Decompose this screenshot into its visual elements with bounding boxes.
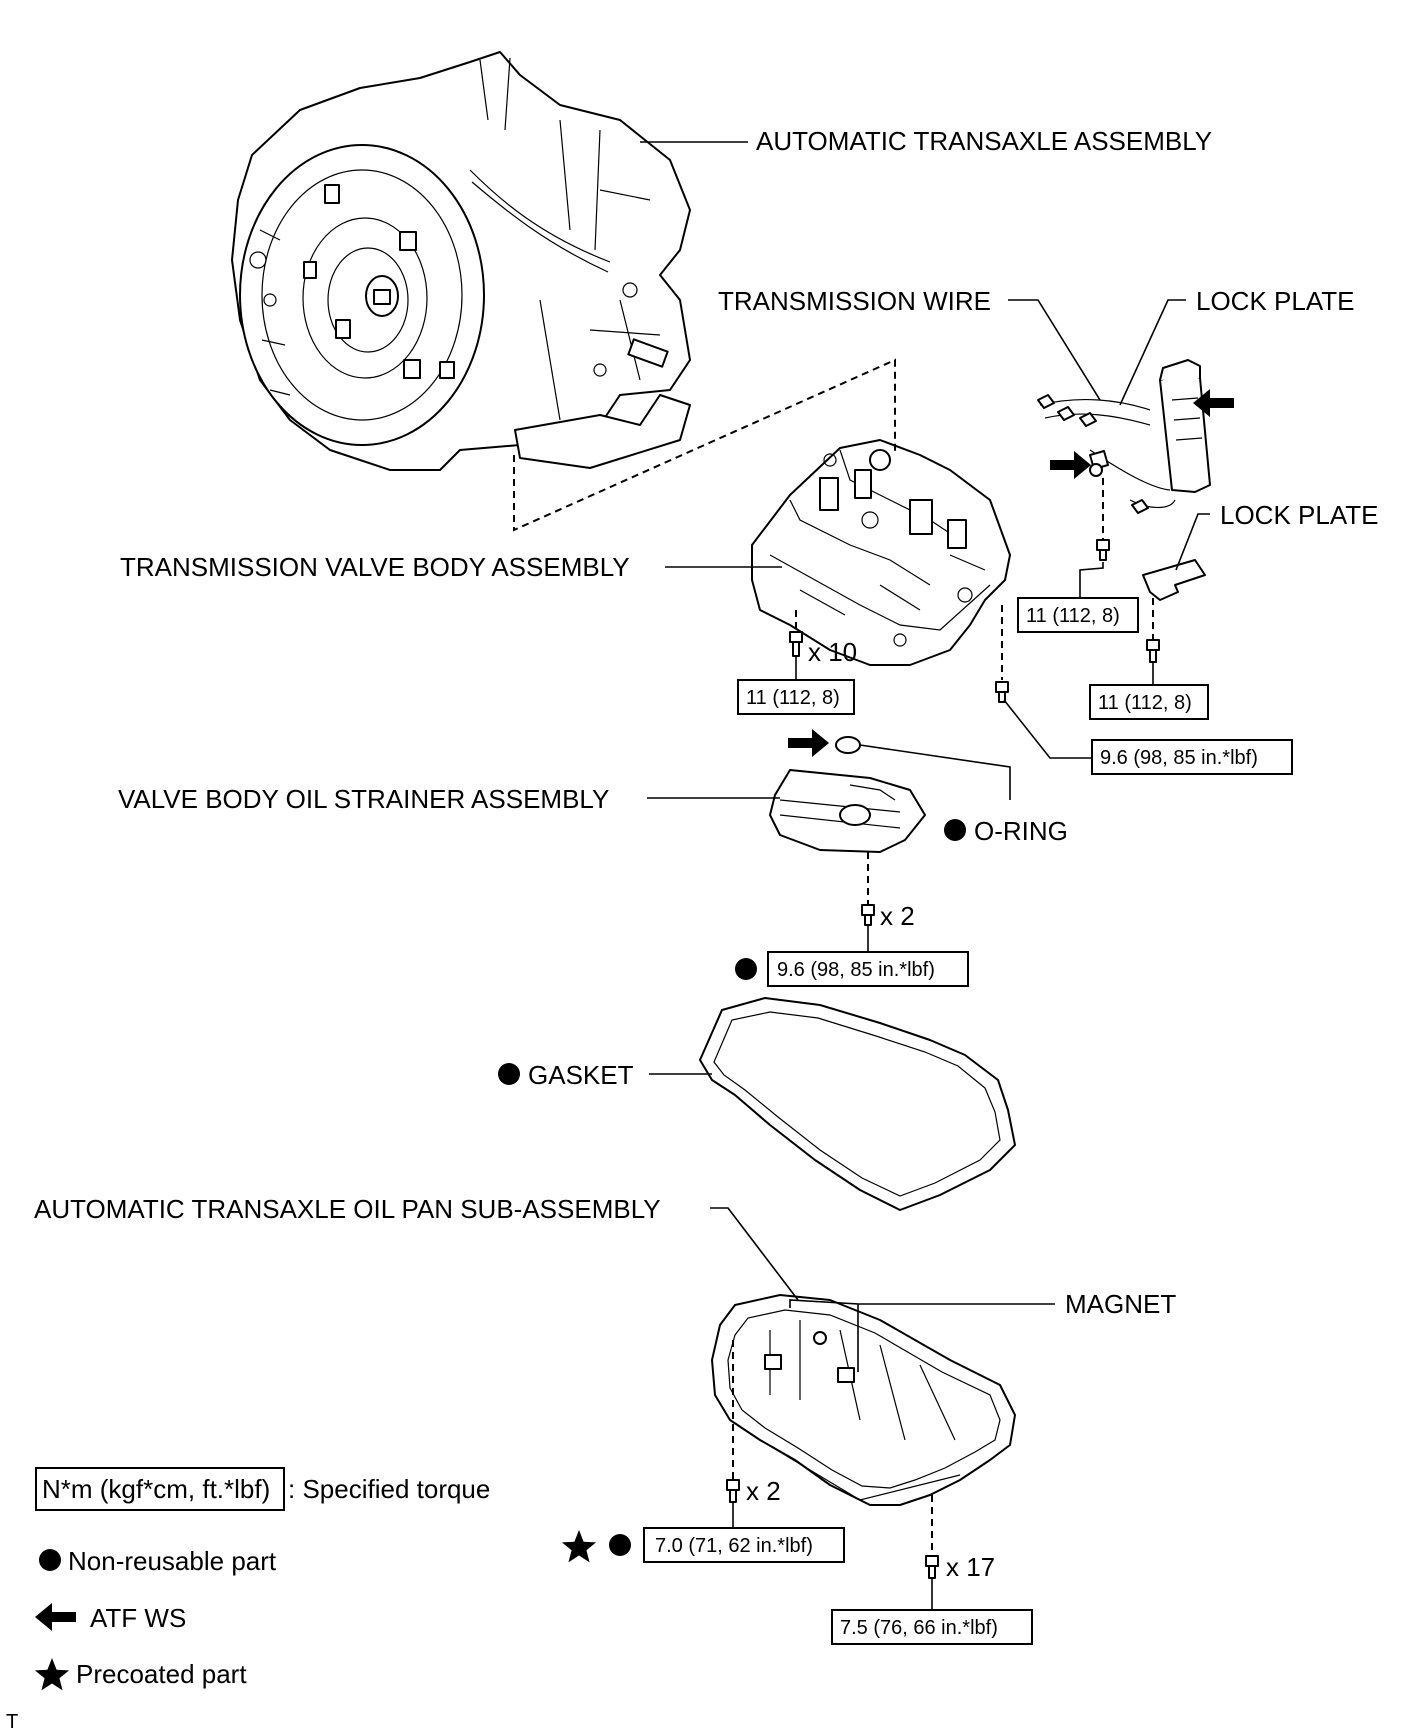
- wire-bolt-torque: 11 (112, 8): [1026, 605, 1120, 627]
- pan-bolt-b-torque: 7.5 (76, 66 in.*lbf): [840, 1617, 998, 1639]
- strainer-bolt-icon: [861, 904, 875, 926]
- valve-body-side-torque: 9.6 (98, 85 in.*lbf): [1100, 747, 1258, 769]
- non-reusable-dot-icon: [735, 958, 757, 980]
- strainer-bolt-qty: x 2: [880, 901, 915, 931]
- valve-body-label: TRANSMISSION VALVE BODY ASSEMBLY: [120, 552, 630, 582]
- legend-torque-text: : Specified torque: [288, 1474, 490, 1504]
- valve-body-drawing: [751, 439, 1011, 666]
- atf-arrow-icon: [1193, 389, 1234, 417]
- non-reusable-dot-icon: [609, 1534, 631, 1556]
- strainer-torque: 9.6 (98, 85 in.*lbf): [777, 959, 935, 981]
- valve-body-torque-box: [737, 679, 855, 715]
- legend-torque-box: [35, 1467, 285, 1511]
- alignment-line: [513, 358, 896, 532]
- non-reusable-dot-icon: [498, 1063, 520, 1085]
- valve-body-side-bolt-icon: [995, 681, 1009, 703]
- lock-plate-bolt-icon: [1146, 639, 1160, 663]
- gasket-label: GASKET: [528, 1060, 634, 1090]
- pan-bolt-b-icon: [925, 1555, 939, 1579]
- strainer-torque-box: [767, 951, 969, 987]
- o-ring-drawing: [835, 736, 861, 754]
- magnet-label: MAGNET: [1065, 1289, 1176, 1319]
- transaxle-assembly-drawing: [231, 51, 691, 471]
- legend: N*m (kgf*cm, ft.*lbf) : Specified torque…: [34, 1467, 490, 1691]
- legend-non-reusable-dot-icon: [39, 1549, 61, 1571]
- lock-plate-torque-box: [1089, 684, 1209, 720]
- strainer-label: VALVE BODY OIL STRAINER ASSEMBLY: [118, 784, 609, 814]
- valve-body-side-torque-box: [1091, 739, 1293, 775]
- pan-bolt-a-torque: 7.0 (71, 62 in.*lbf): [655, 1535, 813, 1557]
- precoated-star-icon: [561, 1530, 597, 1563]
- lock-plate-torque: 11 (112, 8): [1098, 692, 1192, 714]
- pan-bolt-a-icon: [726, 1479, 740, 1503]
- valve-body-bolt-icon: [789, 631, 803, 657]
- o-ring-label: O-RING: [974, 816, 1068, 846]
- legend-precoated: Precoated part: [76, 1659, 247, 1689]
- transmission-wire-drawing: [1037, 359, 1211, 514]
- pan-bolt-b-torque-box: [831, 1609, 1033, 1645]
- wire-bolt-icon: [1096, 539, 1110, 561]
- transaxle-label: AUTOMATIC TRANSAXLE ASSEMBLY: [756, 126, 1212, 156]
- atf-arrow-icon: [788, 729, 829, 757]
- wire-bolt-torque-box: [1017, 597, 1139, 633]
- lock-plate-label-2: LOCK PLATE: [1220, 500, 1378, 530]
- legend-precoated-star-icon: [34, 1658, 70, 1691]
- valve-body-torque: 11 (112, 8): [746, 687, 840, 709]
- pan-bolt-b-qty: x 17: [946, 1552, 995, 1582]
- oil-pan-drawing: [711, 1294, 1016, 1506]
- strainer-drawing: [769, 769, 926, 853]
- lock-plate-label-1: LOCK PLATE: [1196, 286, 1354, 316]
- valve-body-bolt-qty: x 10: [808, 637, 857, 667]
- corner-mark: T: [6, 1711, 18, 1733]
- legend-atf-arrow-icon: [35, 1603, 76, 1631]
- legend-non-reusable: Non-reusable part: [68, 1546, 277, 1576]
- pan-bolt-a-torque-box: [643, 1527, 845, 1563]
- wire-label: TRANSMISSION WIRE: [718, 286, 991, 316]
- legend-atf: ATF WS: [90, 1603, 186, 1633]
- oil-pan-label: AUTOMATIC TRANSAXLE OIL PAN SUB-ASSEMBLY: [34, 1194, 661, 1224]
- non-reusable-dot-icon: [944, 819, 966, 841]
- legend-torque-unit: N*m (kgf*cm, ft.*lbf): [42, 1474, 270, 1504]
- atf-arrow-icon: [1050, 451, 1091, 479]
- pan-bolt-a-qty: x 2: [746, 1476, 781, 1506]
- lock-plate-drawing: [1142, 559, 1206, 601]
- gasket-drawing: [699, 997, 1016, 1211]
